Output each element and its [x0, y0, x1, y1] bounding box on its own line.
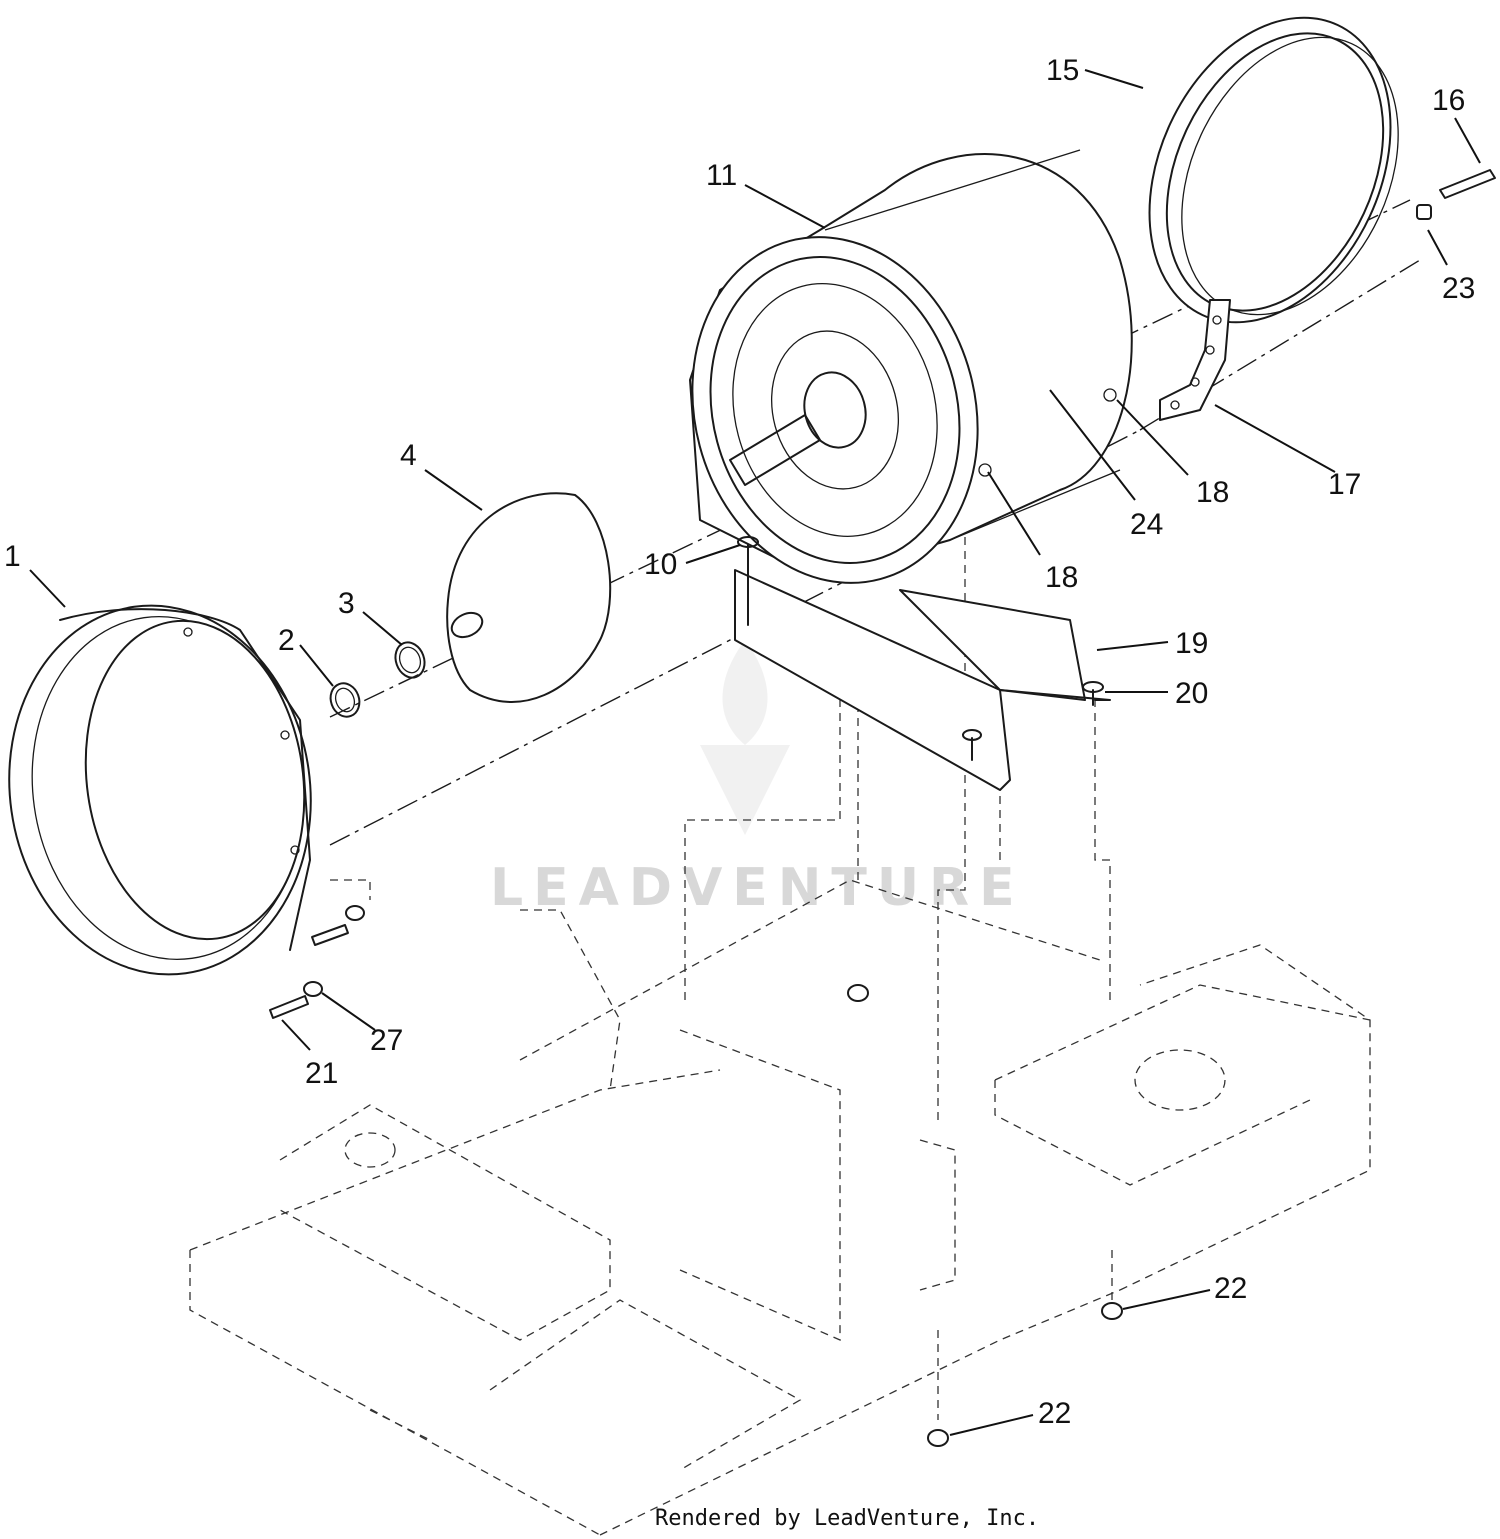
callout-20: 20: [1175, 677, 1208, 710]
part-21-bolt: [269, 924, 349, 1019]
part-16-pin: [1439, 169, 1496, 199]
callout-16: 16: [1432, 84, 1465, 117]
callout-27: 27: [370, 1024, 403, 1057]
part-2-snap-ring: [329, 682, 361, 718]
callout-3: 3: [338, 587, 355, 620]
part-3-retaining-ring: [394, 641, 426, 679]
callout-labels: 1 2 3 4 10 11 15 16 17 18 18 19 20 21 22…: [4, 54, 1475, 1430]
part-19-mount-bracket: [734, 569, 1111, 791]
watermark-logo: [700, 640, 790, 835]
part-17-curved-bracket: [1159, 299, 1231, 421]
callout-18-lower: 18: [1045, 561, 1078, 594]
callout-18-upper: 18: [1196, 476, 1229, 509]
watermark-text: LEADVENTURE: [490, 858, 1025, 918]
part-1-front-housing: [8, 604, 312, 976]
callout-10: 10: [644, 548, 677, 581]
part-27-washer: [303, 905, 365, 997]
callout-11: 11: [706, 159, 737, 192]
callout-15: 15: [1046, 54, 1079, 87]
part-22-flange-nut: [847, 984, 1123, 1447]
render-credit: Rendered by LeadVenture, Inc.: [655, 1506, 1039, 1531]
callout-17: 17: [1328, 468, 1361, 501]
part-4-dome-cap: [446, 492, 612, 703]
callout-19: 19: [1175, 627, 1208, 660]
part-23-bushing: [1416, 204, 1432, 220]
callout-22-upper: 22: [1214, 1272, 1247, 1305]
callout-leaders: [29, 69, 1481, 1436]
callout-23: 23: [1442, 272, 1475, 305]
callout-1: 1: [4, 540, 21, 573]
callout-2: 2: [278, 624, 295, 657]
callout-4: 4: [400, 439, 417, 472]
mower-frame-phantom: [189, 879, 1371, 1536]
callout-24: 24: [1130, 508, 1163, 541]
part-11-blower-drum: [689, 149, 1133, 584]
callout-21: 21: [305, 1057, 338, 1090]
callout-22-lower: 22: [1038, 1397, 1071, 1430]
part-15-rear-ring: [1148, 16, 1399, 324]
part-10-bolt: [737, 536, 759, 626]
part-20-bolt: [962, 681, 1104, 761]
